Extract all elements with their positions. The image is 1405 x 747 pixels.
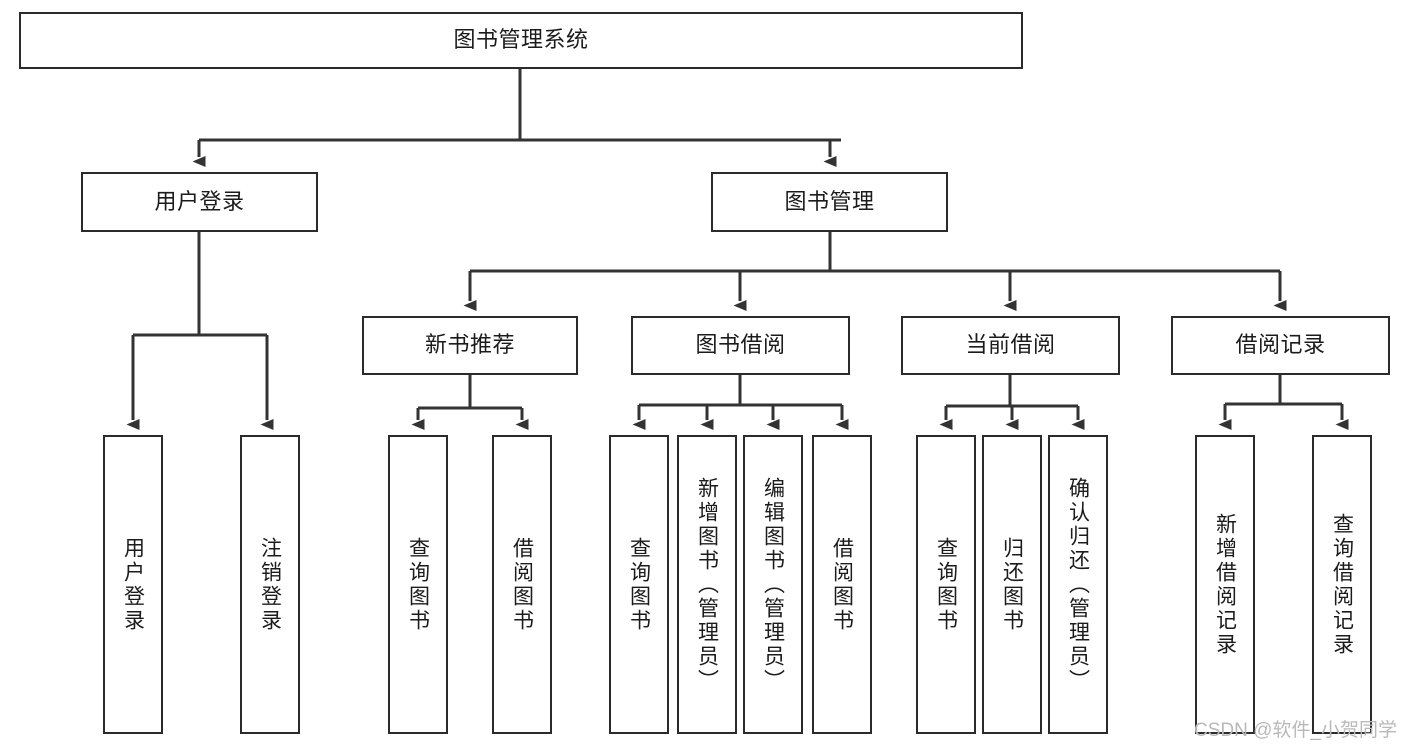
node-new-book-recommend[interactable]: 新书推荐 — [362, 316, 578, 375]
node-leaf-return-book[interactable]: 归还图书 — [982, 435, 1042, 734]
node-label-leaf-logout: 注销登录 — [258, 536, 282, 633]
node-leaf-logout[interactable]: 注销登录 — [240, 435, 300, 734]
watermark-text: CSDN @软件_小贺同学 — [1194, 720, 1397, 741]
node-root-system[interactable]: 图书管理系统 — [19, 12, 1023, 69]
node-current-borrow[interactable]: 当前借阅 — [901, 316, 1120, 375]
node-label-leaf-query-book-current: 查询图书 — [934, 536, 958, 633]
node-label-leaf-edit-book-admin: 编辑图书（管理员） — [761, 476, 785, 693]
node-leaf-user-login[interactable]: 用户登录 — [103, 435, 163, 734]
node-leaf-add-borrow-record[interactable]: 新增借阅记录 — [1195, 435, 1255, 734]
node-leaf-confirm-return-admin[interactable]: 确认归还（管理员） — [1048, 435, 1108, 734]
node-leaf-query-book-recommend[interactable]: 查询图书 — [388, 435, 448, 734]
node-label-leaf-confirm-return-admin: 确认归还（管理员） — [1066, 476, 1090, 693]
node-label-book-borrow: 图书借阅 — [695, 332, 786, 358]
node-book-borrow[interactable]: 图书借阅 — [631, 316, 850, 375]
node-label-leaf-user-login: 用户登录 — [121, 536, 145, 633]
node-label-root: 图书管理系统 — [453, 27, 589, 53]
node-label-leaf-return-book: 归还图书 — [1000, 536, 1024, 633]
node-label-leaf-query-borrow-record: 查询借阅记录 — [1330, 512, 1354, 657]
node-leaf-add-book-admin[interactable]: 新增图书（管理员） — [677, 435, 737, 734]
node-label-new-book-recommend: 新书推荐 — [424, 332, 515, 358]
node-label-current-borrow: 当前借阅 — [965, 332, 1056, 358]
node-label-leaf-query-book-borrow: 查询图书 — [627, 536, 651, 633]
node-label-leaf-add-book-admin: 新增图书（管理员） — [695, 476, 719, 693]
node-leaf-query-book-borrow[interactable]: 查询图书 — [609, 435, 669, 734]
node-leaf-borrow-book-recommend[interactable]: 借阅图书 — [492, 435, 552, 734]
node-label-borrow-record: 借阅记录 — [1235, 332, 1326, 358]
node-label-leaf-add-borrow-record: 新增借阅记录 — [1213, 512, 1237, 657]
node-label-leaf-query-book-recommend: 查询图书 — [406, 536, 430, 633]
node-leaf-query-borrow-record[interactable]: 查询借阅记录 — [1312, 435, 1372, 734]
node-label-leaf-borrow-book-recommend: 借阅图书 — [510, 536, 534, 633]
node-label-leaf-borrow-book-borrow: 借阅图书 — [830, 536, 854, 633]
node-book-management[interactable]: 图书管理 — [711, 172, 948, 232]
node-leaf-borrow-book-borrow[interactable]: 借阅图书 — [812, 435, 872, 734]
node-leaf-edit-book-admin[interactable]: 编辑图书（管理员） — [743, 435, 803, 734]
connector-edges — [126, 68, 1349, 430]
node-user-login[interactable]: 用户登录 — [81, 172, 318, 232]
node-borrow-record[interactable]: 借阅记录 — [1171, 316, 1390, 375]
node-leaf-query-book-current[interactable]: 查询图书 — [916, 435, 976, 734]
node-label-user-login: 用户登录 — [154, 188, 245, 214]
node-label-book-management: 图书管理 — [784, 188, 875, 214]
